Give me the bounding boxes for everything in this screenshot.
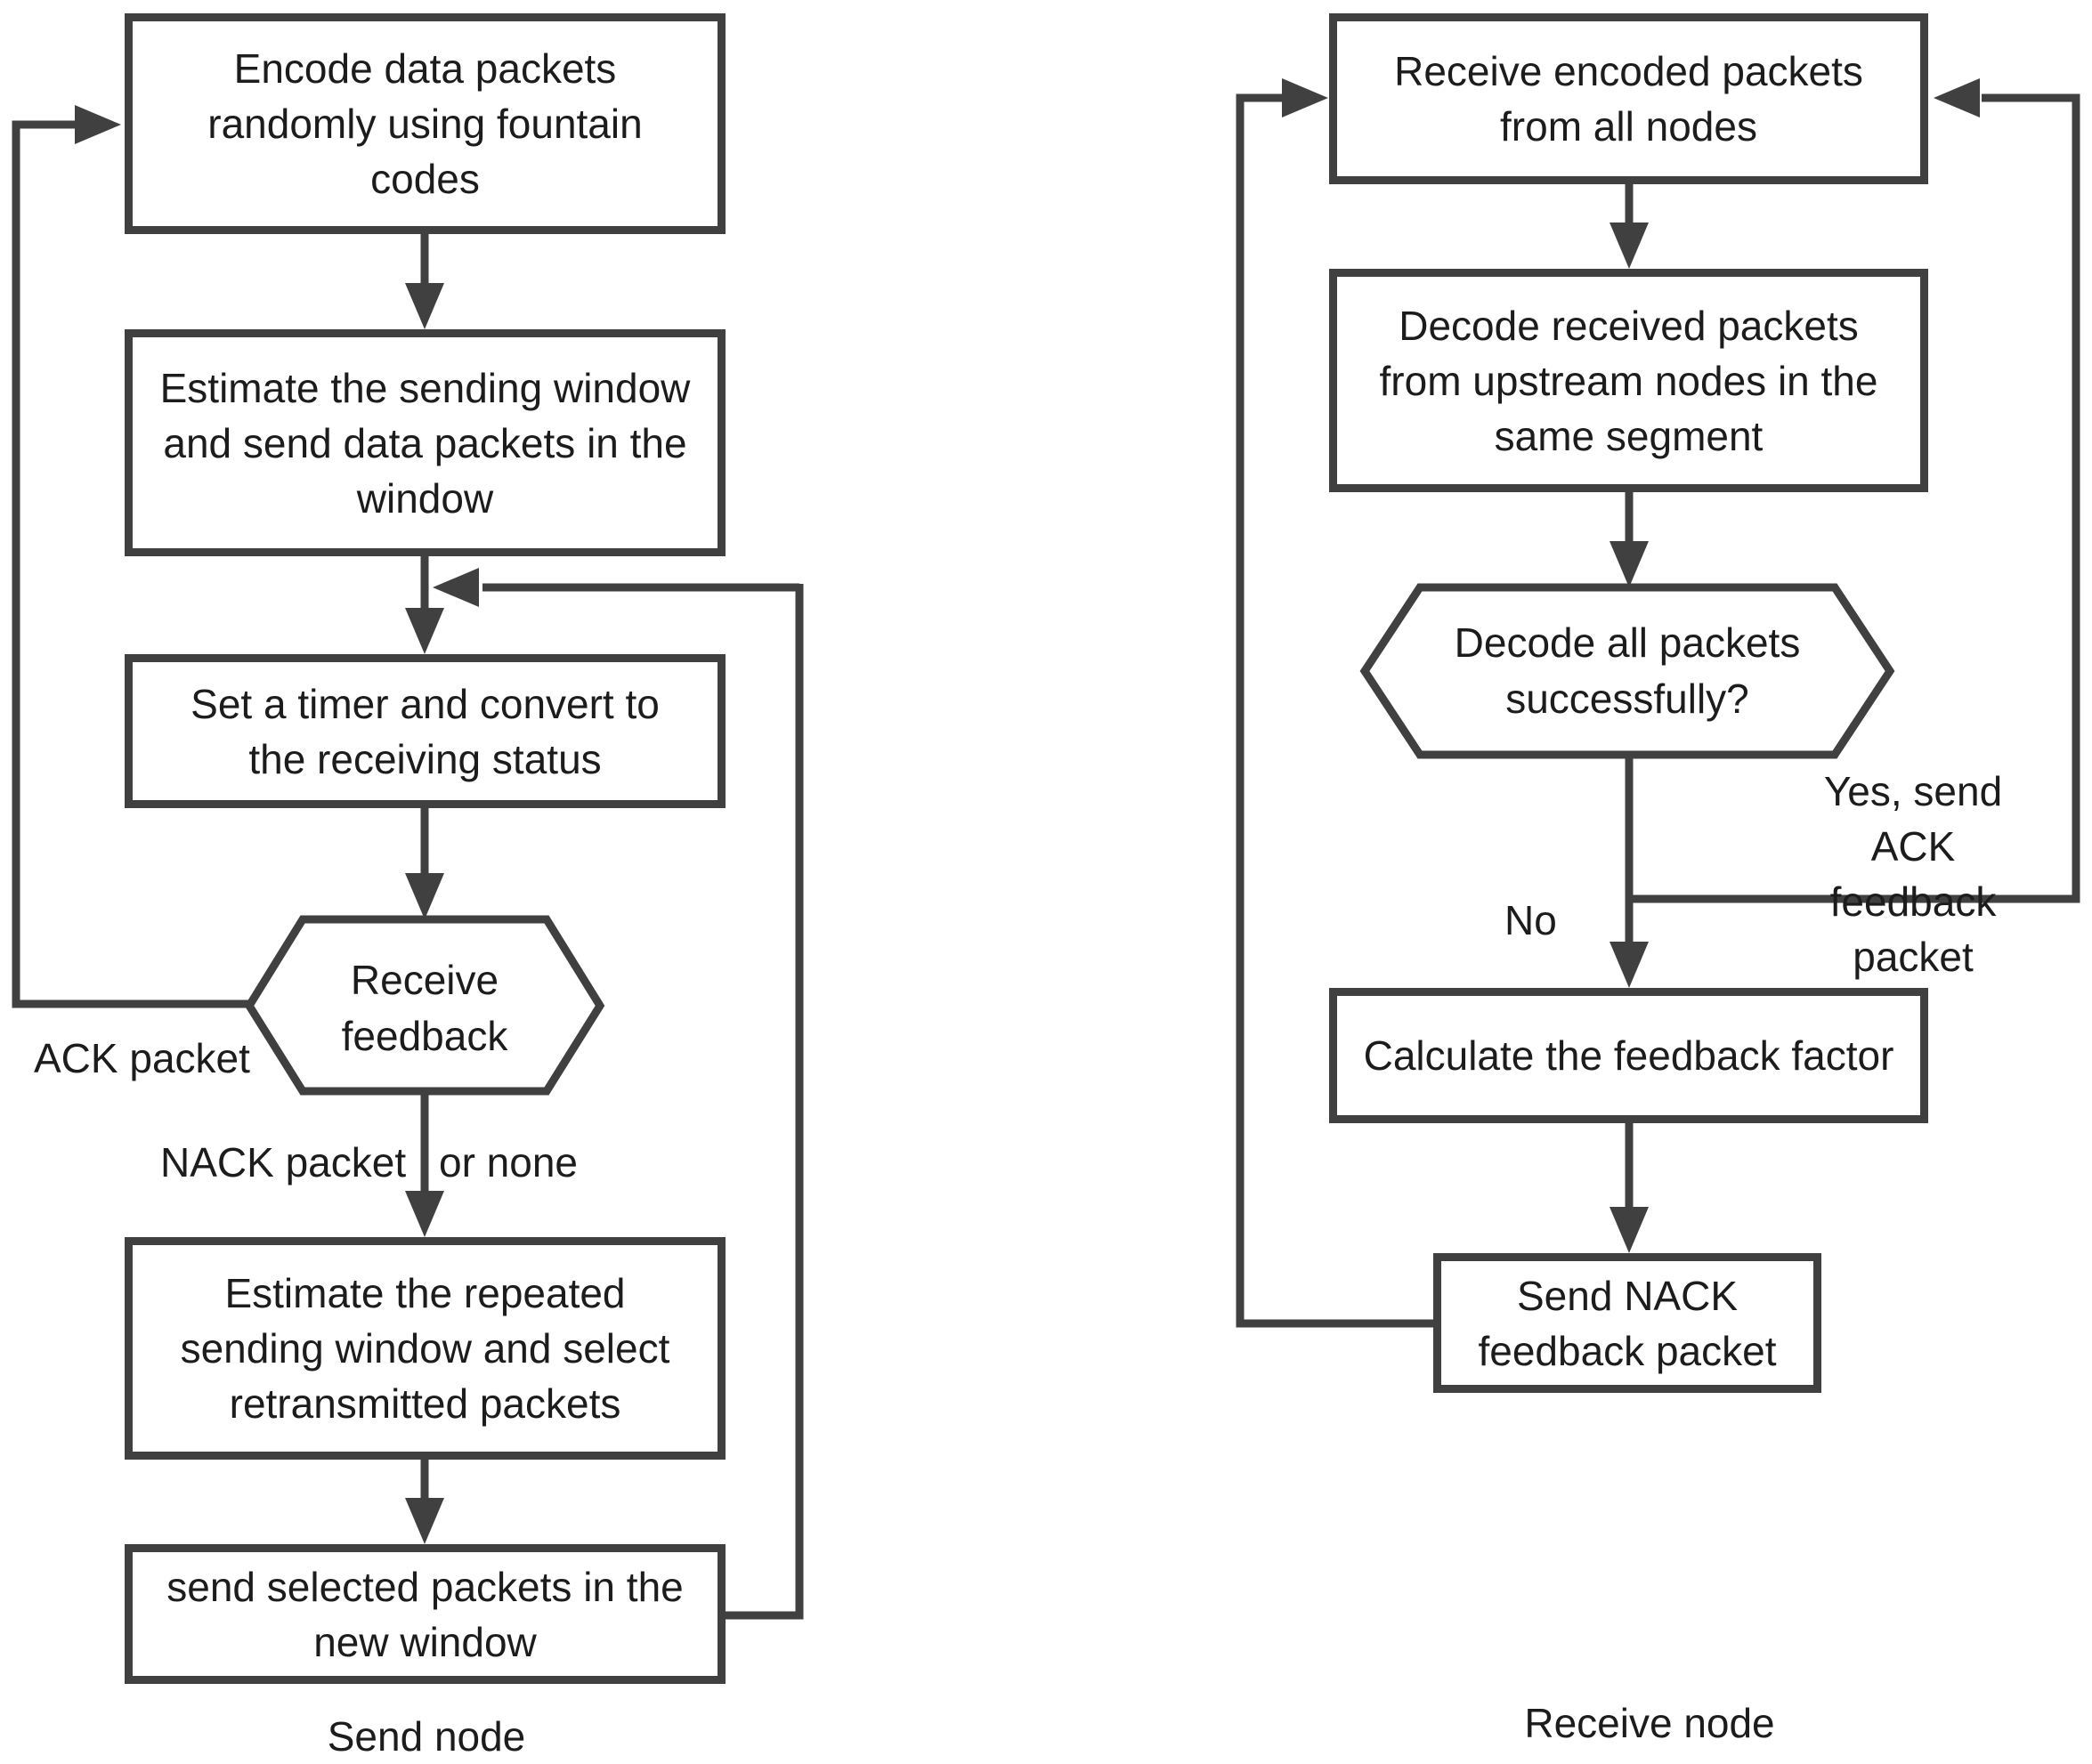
or-none-label: or none (439, 1139, 579, 1185)
receive-feedback-hexagon (244, 915, 605, 1096)
yes-ack-label: Yes, send ACK feedback packet (1823, 768, 2003, 980)
no-label: No (1504, 897, 1557, 943)
arrowhead-repeated-to-send (405, 1498, 444, 1544)
calculate-feedback-box: Calculate the feedback factor (1329, 988, 1928, 1123)
encode-box: Encode data packets randomly using fount… (125, 13, 726, 234)
connector-ack-loop (12, 120, 249, 1008)
arrowhead-loop-merge (433, 568, 479, 607)
receive-feedback-hexagon-label: Receive feedback (341, 957, 508, 1059)
estimate-repeated-box: Estimate the repeated sending window and… (125, 1237, 726, 1460)
set-timer-box: Set a timer and convert to the receiving… (125, 654, 726, 808)
arrowhead-estimate-to-timer (405, 608, 444, 654)
decode-success-hexagon (1359, 583, 1895, 759)
nack-packet-label: NACK packet (160, 1139, 407, 1185)
estimate-window-box: Estimate the sending window and send dat… (125, 329, 726, 556)
arrowhead-receive-to-decode (1610, 223, 1649, 269)
arrowhead-nack-loop (1282, 78, 1328, 117)
send-selected-box: send selected packets in the new window (125, 1544, 726, 1684)
arrowhead-success-to-calculate (1610, 942, 1649, 988)
decode-packets-box: Decode received packets from upstream no… (1329, 269, 1928, 492)
arrowhead-decode-to-success (1610, 541, 1649, 587)
receive-packets-box: Receive encoded packets from all nodes (1329, 13, 1928, 184)
arrowhead-yes-loop (1934, 78, 1980, 117)
send-node-caption: Send node (327, 1713, 526, 1760)
send-nack-box: Send NACK feedback packet (1433, 1253, 1821, 1393)
connector-yes-loop (1629, 93, 2080, 903)
ack-packet-label: ACK packet (34, 1035, 250, 1081)
receive-node-caption: Receive node (1524, 1700, 1775, 1746)
connector-nack-loop (1236, 93, 1433, 1328)
arrowhead-feedback-to-repeated (405, 1191, 444, 1237)
arrowhead-calculate-to-nack (1610, 1207, 1649, 1253)
decode-success-hexagon-label: Decode all packets successfully? (1454, 619, 1801, 722)
connector-resend-loop (726, 584, 804, 1620)
arrowhead-timer-to-feedback (405, 873, 444, 919)
arrowhead-ack-loop (75, 105, 121, 144)
arrowhead-encode-to-estimate (405, 283, 444, 329)
